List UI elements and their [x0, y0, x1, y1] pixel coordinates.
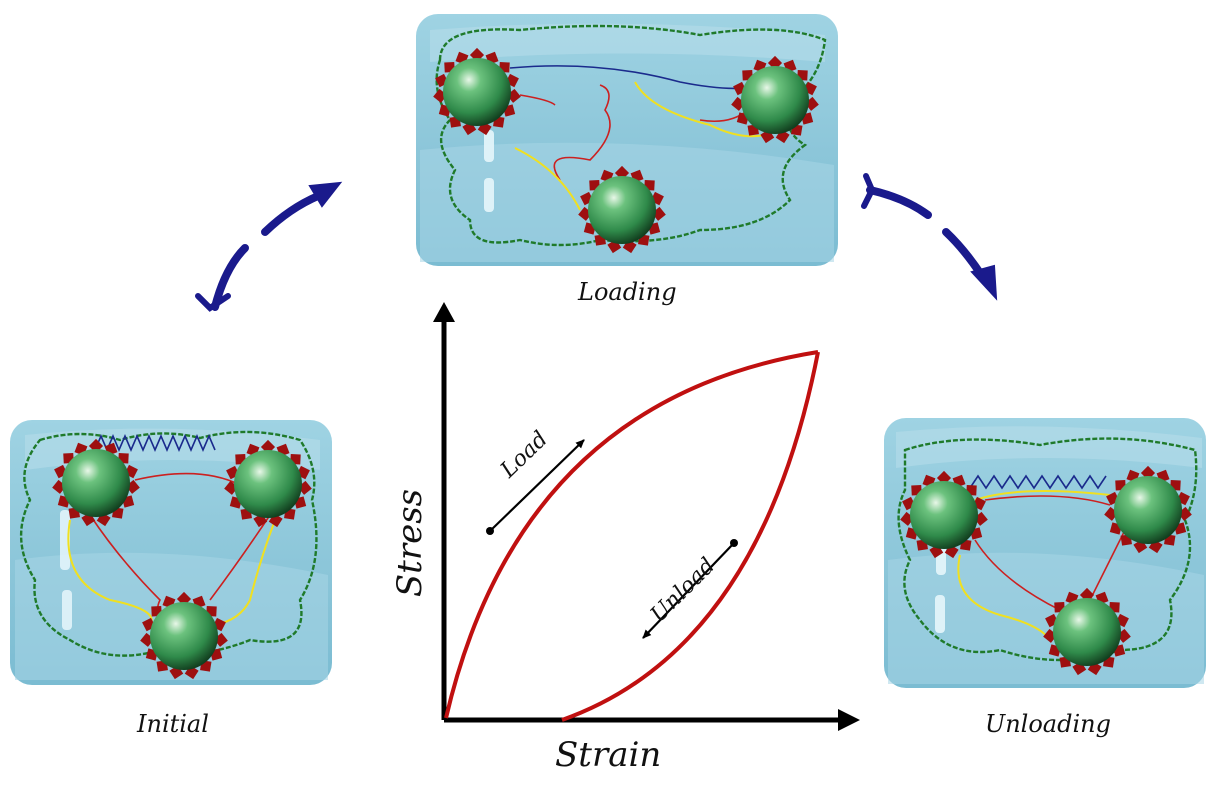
y-axis-arrowhead: [433, 302, 455, 322]
x-axis-title: Strain: [555, 735, 662, 775]
panel-unloading: [884, 418, 1206, 688]
caption-loading: Loading: [578, 278, 677, 306]
caption-unloading: Unloading: [985, 710, 1111, 738]
unloading-curve: [561, 351, 820, 722]
caption-initial: Initial: [137, 710, 209, 738]
cycle-arrow-segment: [866, 186, 932, 219]
panel-loading-glint: [484, 178, 494, 212]
yellow-chain: [67, 519, 276, 626]
cycle-arrow-segment: [261, 192, 322, 236]
x-axis-arrowhead: [838, 709, 860, 731]
blue-chain: [94, 433, 216, 453]
cycle-arrow-right: [861, 173, 998, 301]
cycle-arrow-segment: [942, 228, 986, 280]
loading-curve: [444, 350, 819, 719]
blue-chain: [509, 65, 746, 90]
panel-loading-glint: [484, 130, 494, 162]
cycle-arrow-head: [308, 181, 343, 208]
panel-loading: [416, 14, 838, 266]
yellow-chain: [514, 81, 766, 211]
unload-arrow-start-dot: [730, 539, 738, 547]
y-axis-title: Stress: [390, 488, 430, 598]
green-chain-network: [897, 437, 1198, 662]
blue-chain: [969, 474, 1107, 490]
green-chain-network: [20, 430, 318, 657]
yellow-chain: [957, 490, 1111, 641]
cycle-arrow-left: [195, 181, 343, 312]
panel-unloading-highlight: [896, 426, 1202, 468]
panel-initial-glint: [62, 590, 72, 630]
cycle-arrow-head: [970, 264, 998, 301]
stress-strain-graph: [433, 302, 860, 731]
unload-direction-arrow: [642, 542, 735, 639]
green-chain-network: [435, 24, 827, 247]
load-arrow-start-dot: [486, 527, 494, 535]
panel-initial: [10, 420, 332, 685]
panel-unloading-glint: [935, 595, 945, 633]
panel-initial-glint: [60, 510, 70, 570]
cycle-arrow-tail: [195, 293, 231, 312]
cycle-arrow-tail: [861, 173, 876, 209]
load-direction-arrow: [489, 439, 585, 532]
panel-loading-highlight: [430, 23, 825, 63]
